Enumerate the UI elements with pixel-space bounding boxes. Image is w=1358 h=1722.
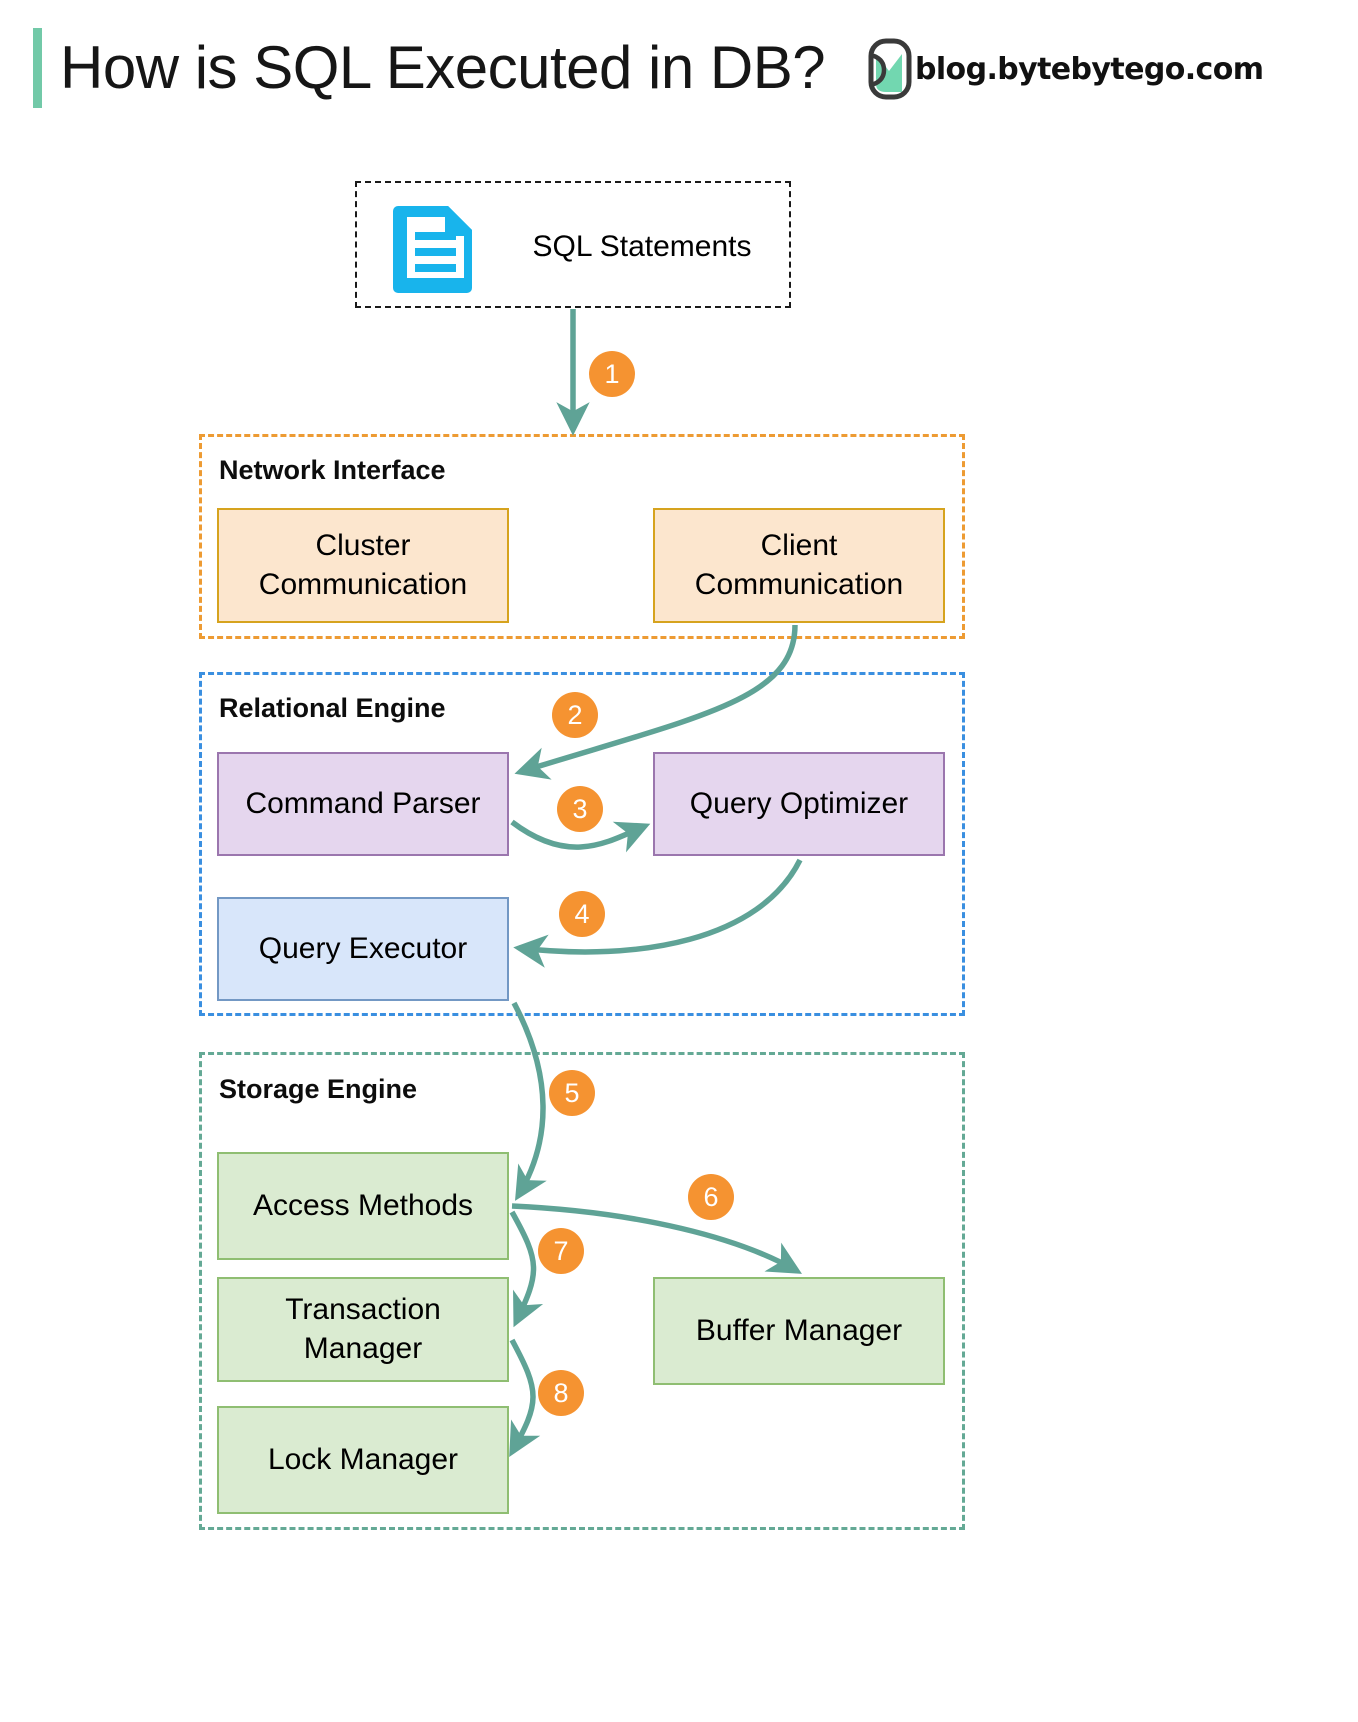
- node-label-line1: Cluster: [315, 529, 411, 563]
- step-badge-6: 6: [688, 1174, 734, 1220]
- group-label-network-interface: Network Interface: [219, 455, 446, 485]
- node-label-line1: Client: [760, 529, 838, 563]
- node-access-methods[interactable]: Access Methods: [217, 1152, 509, 1260]
- node-query-optimizer[interactable]: Query Optimizer: [653, 752, 945, 856]
- page-header: How is SQL Executed in DB? blog.bytebyte…: [0, 26, 1358, 110]
- node-label-line2: Communication: [694, 567, 904, 601]
- node-label: Cluster Communication: [259, 527, 467, 604]
- node-label-line2: Manager: [303, 1331, 423, 1365]
- step-badge-4: 4: [559, 891, 605, 937]
- brand-text: blog.bytebytego.com: [915, 51, 1264, 87]
- step-badge-8: 8: [538, 1370, 584, 1416]
- node-query-executor[interactable]: Query Executor: [217, 897, 509, 1001]
- node-transaction-manager[interactable]: Transaction Manager: [217, 1277, 509, 1382]
- node-cluster-communication[interactable]: Cluster Communication: [217, 508, 509, 623]
- sql-statements-box: SQL Statements: [355, 181, 791, 308]
- step-badge-7: 7: [538, 1228, 584, 1274]
- group-label-storage-engine: Storage Engine: [219, 1074, 418, 1104]
- title-accent-bar: [33, 28, 42, 108]
- bytebytego-logo-icon: [868, 38, 912, 100]
- step-badge-5: 5: [549, 1070, 595, 1116]
- node-lock-manager[interactable]: Lock Manager: [217, 1406, 509, 1514]
- sql-statements-label: SQL Statements: [532, 229, 752, 263]
- node-label: Client Communication: [695, 527, 903, 604]
- step-badge-1: 1: [589, 351, 635, 397]
- node-client-communication[interactable]: Client Communication: [653, 508, 945, 623]
- node-buffer-manager[interactable]: Buffer Manager: [653, 1277, 945, 1385]
- node-label: Transaction Manager: [285, 1291, 441, 1368]
- brand: blog.bytebytego.com: [868, 34, 1264, 104]
- step-badge-2: 2: [552, 692, 598, 738]
- step-badge-3: 3: [557, 786, 603, 832]
- node-label-line2: Communication: [258, 567, 468, 601]
- page-title: How is SQL Executed in DB?: [60, 34, 826, 101]
- group-label-relational-engine: Relational Engine: [219, 693, 446, 723]
- node-command-parser[interactable]: Command Parser: [217, 752, 509, 856]
- document-icon: [393, 206, 472, 293]
- group-storage-engine: [199, 1052, 965, 1530]
- node-label-line1: Transaction: [285, 1293, 441, 1327]
